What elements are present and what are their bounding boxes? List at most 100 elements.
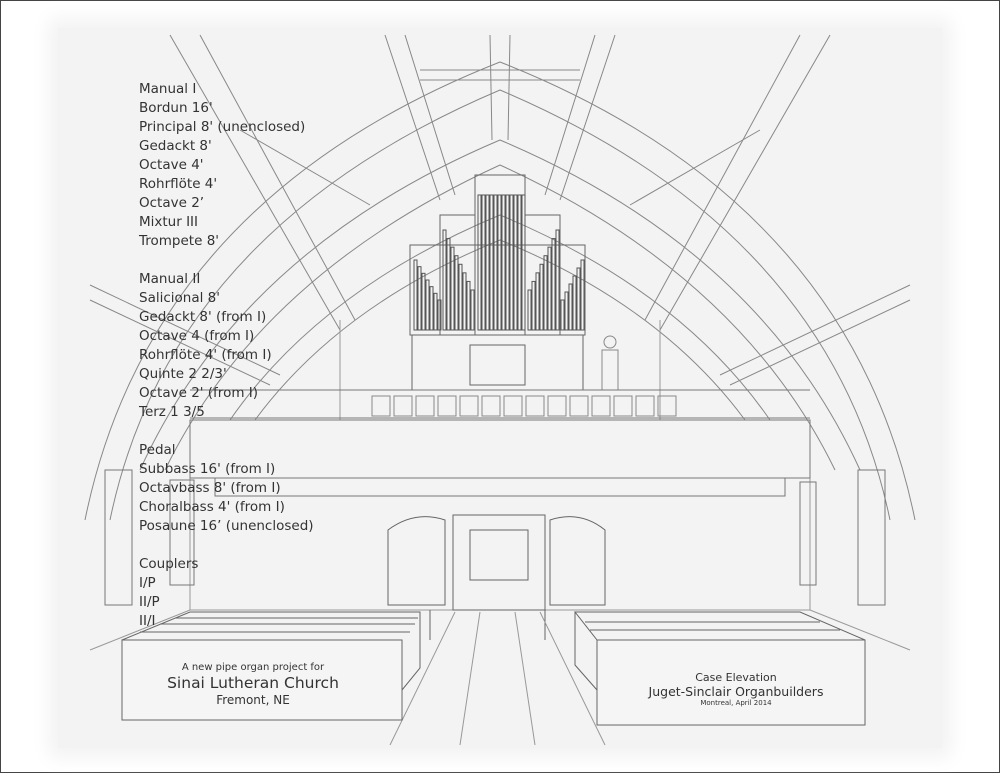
section-heading: Pedal [139,442,176,458]
roof-arches [84,34,916,521]
stop-item: Mixtur III [139,214,199,230]
organ-pipe [576,267,581,331]
stoplist-section: Manual II Salicional 8' Gedackt 8' (from I… [139,270,314,422]
balcony-chair [503,395,523,417]
organ-pipe [547,246,552,331]
stop-item: Terz 1 3/5 [139,404,205,420]
organ-pipe [437,299,442,331]
organ-pipe [568,283,573,331]
organ-pipe [513,194,518,331]
stop-item: Octave 2' (from I) [139,385,259,401]
builder-caption: Case Elevation Juget-Sinclair Organbuild… [616,671,856,708]
organ-pipe [417,266,422,331]
church-location: Fremont, NE [216,693,290,707]
balcony [189,389,811,497]
stop-item: Octave 4 (from I) [139,328,255,344]
organ-pipe [517,194,522,331]
organ-pipe [497,194,502,331]
balcony-chair [635,395,655,417]
organ-pipe [458,263,463,331]
organ-pipe [413,259,418,331]
balcony-chair [591,395,611,417]
organ-pipe [446,238,451,331]
stop-item: I/P [139,575,156,591]
section-heading: Couplers [139,556,199,572]
project-subtitle: A new pipe organ project for [181,662,325,673]
balcony-chair [437,395,457,417]
organ-pipe [539,263,544,331]
balcony-chair [569,395,589,417]
stop-item: Posaune 16’ (unenclosed) [139,518,314,534]
stop-item: Trompete 8' [139,233,219,249]
organ-pipe [521,194,526,331]
organ-pipe [564,291,569,331]
organ-pipe [527,289,532,331]
aisle [389,611,606,746]
stop-item: Octave 4' [139,157,204,173]
stop-item: Salicional 8' [139,290,220,306]
organ-pipe [470,289,475,331]
balcony-chair [459,395,479,417]
organ-pipe [555,229,560,331]
stop-item: Octave 2’ [139,195,205,211]
balcony-chair [415,395,435,417]
stop-item: Choralbass 4' (from I) [139,499,285,515]
stop-item: Rohrflöte 4' (from I) [139,347,272,363]
organ-pipe [481,194,486,331]
stop-item: Gedackt 8' (from I) [139,309,267,325]
stop-item: Bordun 16' [139,100,213,116]
organ-pipe [543,255,548,331]
stop-item: II/P [139,594,160,610]
stop-item: Octavbass 8' (from I) [139,480,281,496]
organ-pipe [454,255,459,331]
back-doors [387,514,606,640]
organ-pipe [462,272,467,331]
builder-name: Juget-Sinclair Organbuilders [648,684,824,699]
drawing-date: Montreal, April 2014 [700,699,772,707]
organ-pipe [509,194,514,331]
organ-pipe [433,292,438,331]
balcony-chair [547,395,567,417]
stop-item: Principal 8' (unenclosed) [139,119,306,135]
windows [104,469,886,606]
organ-pipe [477,194,482,331]
organ-pipe [429,286,434,331]
balcony-chair [657,395,677,417]
section-heading: Manual I [139,81,197,97]
organ-pipe [531,280,536,331]
organ-pipe [493,194,498,331]
organ-pipe [485,194,490,331]
balcony-chair [525,395,545,417]
church-name: Sinai Lutheran Church [167,674,339,692]
organ-pipe [466,280,471,331]
organ-pipe [572,275,577,331]
standing-figure [601,335,619,391]
balcony-chair [371,395,391,417]
section-heading: Manual II [139,271,201,287]
stop-item: Gedackt 8' [139,138,212,154]
organ-pipe [425,279,430,331]
stop-item: Rohrflöte 4' [139,176,218,192]
stop-item: Quinte 2 2/3' [139,366,227,382]
organ-pipe [442,229,447,331]
drawing-type: Case Elevation [695,671,777,684]
organ-pipe [535,272,540,331]
pews [121,611,866,726]
stop-item: II/I [139,613,156,629]
organ-stoplist: Manual I Bordun 16' Principal 8' (unenclos… [139,80,314,650]
organ-pipe [421,272,426,331]
project-caption: A new pipe organ project for Sinai Luthe… [133,661,373,708]
organ-pipe [580,259,585,331]
organ-pipe [551,238,556,331]
organ-pipe [560,299,565,331]
stop-item: Subbass 16' (from I) [139,461,276,477]
stoplist-section: Manual I Bordun 16' Principal 8' (unenclos… [139,80,314,251]
paper-background [58,28,942,748]
organ-pipe [501,194,506,331]
balcony-chair [481,395,501,417]
pipe-organ [409,174,586,391]
